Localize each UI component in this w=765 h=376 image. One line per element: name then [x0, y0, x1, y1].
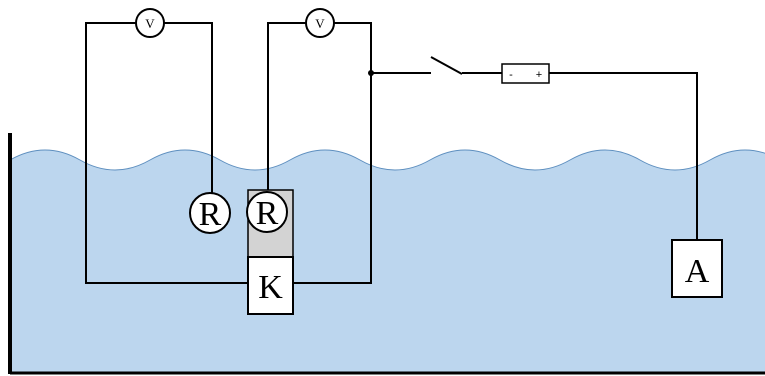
cathode-box	[247, 256, 294, 315]
voltmeter-1	[135, 8, 165, 38]
reference-electrode-2-label: R	[256, 195, 279, 232]
voltmeter2-return-wire	[293, 22, 372, 284]
battery	[501, 63, 550, 84]
reference-electrode-1-label: R	[199, 196, 222, 233]
wire-junction-dot	[368, 70, 374, 76]
voltmeter-1-label: V	[145, 16, 155, 31]
battery-positive-label: +	[536, 69, 542, 81]
cathode-label: K	[258, 269, 283, 306]
anode-label: A	[685, 253, 710, 290]
anode-wire	[549, 72, 698, 240]
voltmeter1-circuit-wire	[164, 22, 213, 195]
battery-negative-label: -	[509, 69, 513, 81]
voltmeter-2	[305, 8, 335, 38]
voltmeter-2-label: V	[315, 16, 325, 31]
voltmeter2-circuit-wire	[267, 22, 306, 193]
switch-blade	[430, 56, 463, 75]
reference-electrode-2	[246, 191, 288, 233]
water-body	[10, 150, 765, 374]
water-surface-line	[9, 149, 765, 171]
voltmeter1-return-wire	[85, 22, 248, 284]
reference-electrode-1	[189, 192, 231, 234]
anode-box	[671, 239, 723, 298]
